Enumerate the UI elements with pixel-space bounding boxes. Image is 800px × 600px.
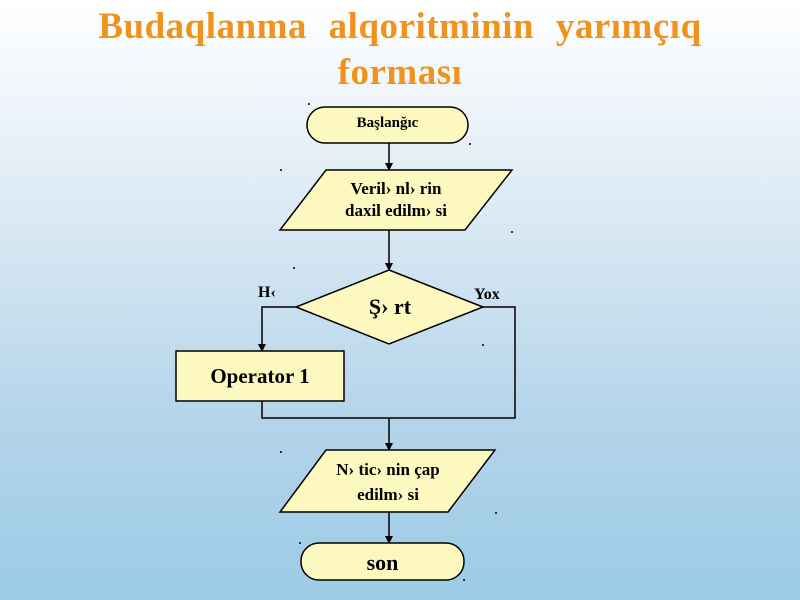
input-label-line-1: Veril› nl› rin	[350, 179, 442, 198]
connector-no-branch	[389, 306, 516, 419]
slide-title-line-2: forması	[337, 52, 463, 93]
output-parallelogram	[278, 449, 497, 513]
slide-title: Budaqlanma alqoritminin yarımçıq forması	[0, 4, 800, 96]
no-branch-label: Yox	[474, 286, 500, 303]
end-terminator	[300, 542, 465, 581]
operator-box	[175, 350, 345, 402]
input-parallelogram	[278, 169, 514, 231]
condition-label: Ş› rt	[368, 294, 412, 319]
output-label-line-1: N› tic› nin çap	[336, 460, 440, 479]
output-label: N› tic› nin çap edilm› si	[288, 457, 488, 507]
start-label: Başlanğıc	[356, 115, 419, 131]
connector-yes-branch	[258, 306, 296, 352]
connector-operator-to-merge	[261, 401, 389, 419]
input-label-line-2: daxil edilm› si	[344, 201, 447, 220]
operator-label: Operator 1	[210, 364, 310, 388]
condition-diamond	[293, 269, 486, 345]
end-label: son	[366, 550, 399, 575]
input-label: Veril› nl› rin daxil edilm› si	[296, 178, 496, 222]
decorative-dots	[280, 103, 513, 581]
start-terminator	[306, 106, 469, 144]
yes-branch-label: H‹	[258, 284, 276, 301]
output-label-line-2: edilm› si	[357, 485, 419, 504]
slide-title-line-1: Budaqlanma alqoritminin yarımçıq	[98, 6, 702, 47]
